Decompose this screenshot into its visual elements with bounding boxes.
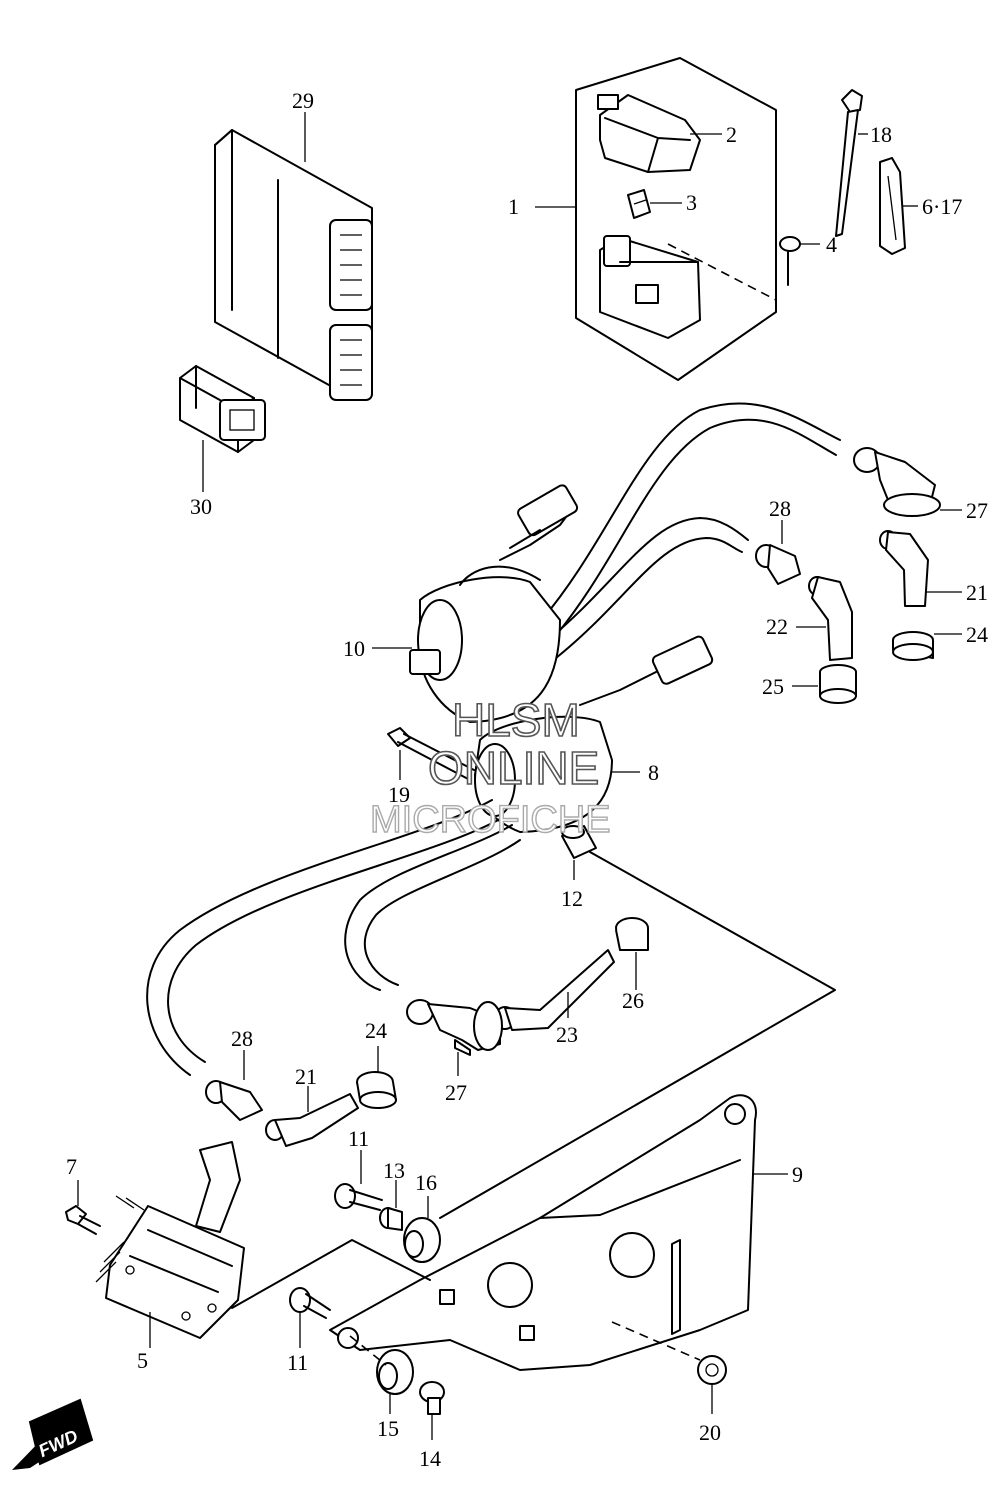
label-20: 20 [699,1420,721,1445]
bolt-upper[interactable] [334,1183,383,1211]
label-28-lower: 28 [231,1026,253,1051]
collar[interactable] [379,1207,403,1231]
label-21-upper: 21 [966,580,988,605]
label-14: 14 [419,1446,441,1471]
label-3: 3 [686,190,697,215]
svg-text:ONLINE: ONLINE [428,742,599,794]
spark-plug-cap-lower[interactable] [406,999,503,1056]
assembly-bracket-box [575,57,777,381]
label-11-upper: 11 [348,1126,369,1151]
label-2: 2 [726,122,737,147]
ignition-coil-lower[interactable] [474,657,681,833]
fwd-arrow-icon: FWD [12,1398,94,1470]
label-27-lower: 27 [445,1080,467,1105]
label-23: 23 [556,1022,578,1047]
label-9: 9 [792,1162,803,1187]
label-29: 29 [292,88,314,113]
spark-plug-cap-upper[interactable] [853,447,941,517]
boot-middle[interactable] [808,576,853,661]
collar-lower[interactable] [419,1381,445,1415]
coil-bolt[interactable] [387,727,475,781]
boot-upper[interactable] [879,530,929,607]
label-8: 8 [648,760,659,785]
fuse[interactable] [627,189,651,219]
label-12: 12 [561,886,583,911]
label-7: 7 [66,1154,77,1179]
svg-text:HLSM: HLSM [452,694,580,746]
ignition-coil-upper[interactable] [409,504,576,723]
label-15: 15 [377,1416,399,1441]
screw[interactable] [779,236,801,286]
bolt-lower[interactable] [289,1287,331,1319]
cap-seal-lower-right[interactable] [615,917,649,951]
ecm-unit[interactable] [214,129,373,401]
coil-connector-lower[interactable] [651,635,714,685]
mounting-bracket[interactable] [329,1094,757,1371]
label-19: 19 [388,782,410,807]
cap-seal-lower-left[interactable] [356,1071,397,1109]
label-25: 25 [762,674,784,699]
label-27-upper: 27 [966,498,988,523]
coil-connector-upper[interactable] [509,484,579,549]
label-13: 13 [383,1158,405,1183]
label-16: 16 [415,1170,437,1195]
seal-upper[interactable] [755,544,801,585]
clamp-band[interactable] [879,157,906,255]
relay-connector[interactable] [179,365,266,453]
label-28-upper: 28 [769,496,791,521]
regulator-rectifier[interactable] [95,1141,245,1339]
grommet-upper[interactable] [403,1217,441,1263]
label-1: 1 [508,194,519,219]
label-5: 5 [137,1348,148,1373]
label-24-lower: 24 [365,1018,387,1043]
label-30: 30 [190,494,212,519]
label-21-lower: 21 [295,1064,317,1089]
cable-tie[interactable] [835,89,863,237]
label-11-lower: 11 [287,1350,308,1375]
flange-nut[interactable] [697,1355,727,1385]
boot-lower-right[interactable] [494,949,615,1031]
seal-lower[interactable] [205,1080,263,1121]
cap-seal-upper[interactable] [892,631,934,661]
label-18: 18 [870,122,892,147]
regulator-bolt[interactable] [65,1205,101,1235]
relay-cover[interactable] [597,94,701,173]
svg-text:MICROFICHE: MICROFICHE [370,799,611,841]
cap-seal-middle[interactable] [819,664,857,704]
boot-lower-left[interactable] [265,1093,359,1147]
label-4: 4 [826,232,837,257]
spacer[interactable] [561,825,597,859]
label-6-17: 6·17 [922,194,962,219]
label-24-upper: 24 [966,622,988,647]
label-22: 22 [766,614,788,639]
grommet-lower[interactable] [376,1349,414,1395]
label-10: 10 [343,636,365,661]
starter-relay[interactable] [599,235,701,339]
watermark: HLSM ONLINE MICROFICHE [369,693,611,842]
label-26: 26 [622,988,644,1013]
